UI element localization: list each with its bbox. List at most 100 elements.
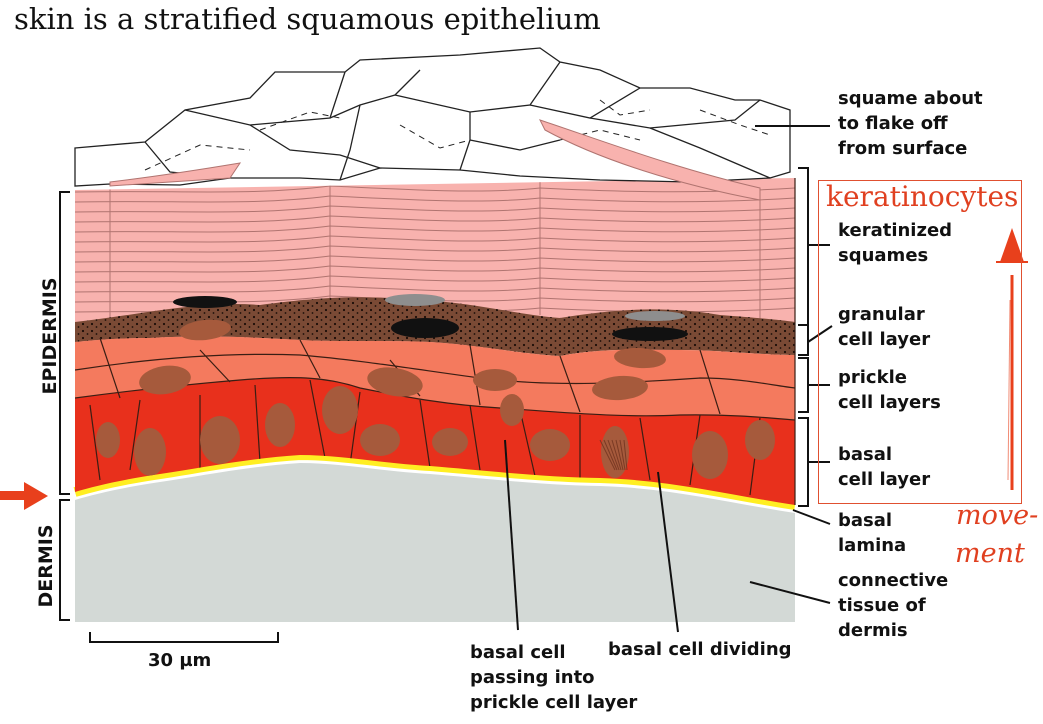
label-dermis: DERMIS — [35, 524, 57, 608]
cell-border — [99, 337, 121, 399]
cell-nucleus — [745, 420, 775, 460]
label-scale-text: 30 µm — [148, 650, 212, 671]
cell-border — [469, 344, 481, 406]
label-basal-lamina: basal lamina — [838, 508, 906, 558]
dermis-region — [75, 463, 795, 622]
mitotic-spindle-fiber — [615, 439, 624, 471]
mitotic-spindle-fiber — [607, 439, 620, 471]
leader-lines — [504, 125, 833, 633]
keratinocytes-box — [818, 180, 1022, 504]
keratin-sheet-line — [75, 245, 795, 253]
label-granular: granular cell layer — [838, 302, 930, 352]
cell-nucleus — [473, 369, 517, 391]
mitotic-spindle-fiber — [623, 439, 628, 471]
cell-nucleus — [139, 365, 191, 395]
cell-border — [349, 391, 361, 466]
keratin-sheet-line — [75, 265, 795, 273]
cell-border — [469, 404, 481, 471]
keratin-sheet-line — [75, 255, 795, 263]
cell-nucleus — [179, 319, 231, 341]
flaking-squames — [74, 47, 791, 187]
scale-bar — [89, 632, 279, 643]
label-prickle-line2: cell layers — [838, 392, 941, 413]
movement-annotation-line2: ment — [955, 538, 1025, 569]
mitotic-spindle-fiber — [619, 439, 626, 471]
cell-border — [419, 399, 431, 469]
label-squame-line1: squame about — [838, 88, 983, 109]
label-prickle: prickle cell layers — [838, 365, 941, 415]
label-keratinized-line1: keratinized — [838, 220, 953, 241]
cell-nucleus — [432, 428, 468, 456]
label-basal-lamina-line2: lamina — [838, 535, 907, 556]
cell-nucleus — [322, 386, 358, 434]
mitotic-spindle-fiber — [611, 439, 622, 471]
dermis-boundary-arrow — [0, 482, 48, 510]
label-passing-line3: prickle cell layer — [470, 692, 638, 713]
movement-annotation-line1: move- — [956, 500, 1039, 531]
cell-border — [559, 355, 581, 413]
cell-border — [75, 377, 795, 421]
keratin-sheet-line — [75, 285, 795, 293]
cell-border — [699, 349, 721, 415]
label-keratinized: keratinized squames — [838, 218, 952, 268]
label-connective: connective tissue of dermis — [838, 568, 948, 643]
cell-nucleus — [265, 403, 295, 447]
label-squame-line2: to flake off — [838, 113, 948, 134]
cell-nucleus — [614, 347, 666, 369]
page-title: skin is a stratified squamous epithelium — [14, 2, 601, 36]
keratin-sheet-line — [75, 195, 795, 203]
label-keratinized-line2: squames — [838, 245, 929, 266]
mitotic-spindle-fiber — [603, 439, 618, 471]
small-flake — [109, 162, 242, 187]
cell-border — [199, 349, 231, 383]
label-epidermis: EPIDERMIS — [39, 277, 61, 395]
label-basal-layer-line1: basal — [838, 444, 893, 465]
cell-border — [299, 339, 321, 379]
label-scale: 30 µm — [148, 648, 211, 673]
cell-nucleus — [360, 424, 400, 456]
movement-arrow — [996, 228, 1028, 490]
cell-nucleus — [96, 422, 120, 458]
label-basal-lamina-line1: basal — [838, 510, 893, 531]
label-connective-line1: connective — [838, 570, 949, 591]
label-connective-line2: tissue of — [838, 595, 926, 616]
keratin-sheet-line — [75, 185, 795, 193]
lifting-squame — [539, 119, 761, 201]
cell-border — [129, 399, 141, 471]
cell-nucleus — [367, 367, 423, 397]
label-passing-line2: passing into — [470, 667, 595, 688]
mitotic-spindle-fiber — [599, 439, 616, 471]
cell-border — [309, 379, 326, 459]
cell-nucleus — [200, 416, 240, 464]
right-brackets — [798, 167, 809, 507]
cell-nucleus — [500, 394, 524, 426]
left-brackets — [59, 191, 70, 621]
cell-border — [254, 384, 261, 463]
cell-border — [75, 353, 795, 389]
keratin-sheet-line — [75, 235, 795, 243]
keratin-sheet-line — [75, 215, 795, 223]
label-granular-line2: cell layer — [838, 329, 931, 350]
cell-border — [519, 409, 536, 477]
label-dividing-text: basal cell dividing — [608, 639, 792, 660]
label-basal-layer: basal cell layer — [838, 442, 930, 492]
label-granular-line1: granular — [838, 304, 925, 325]
cell-nucleus — [692, 431, 728, 479]
cell-border — [639, 417, 651, 481]
cell-nucleus — [530, 429, 570, 461]
label-connective-line3: dermis — [838, 620, 908, 641]
label-prickle-line1: prickle — [838, 367, 907, 388]
label-basal-layer-line2: cell layer — [838, 469, 931, 490]
label-squame: squame about to flake off from surface — [838, 86, 983, 161]
label-passing: basal cell passing into prickle cell lay… — [470, 640, 637, 715]
label-passing-line1: basal cell — [470, 642, 566, 663]
label-dividing: basal cell dividing — [608, 637, 792, 662]
keratin-sheet-line — [75, 205, 795, 213]
keratinocytes-annotation: keratinocytes — [826, 180, 1019, 213]
keratin-sheet-line — [75, 225, 795, 233]
cell-nucleus — [134, 428, 166, 476]
granular-nuclei — [173, 294, 688, 341]
cell-nucleus — [592, 375, 648, 401]
